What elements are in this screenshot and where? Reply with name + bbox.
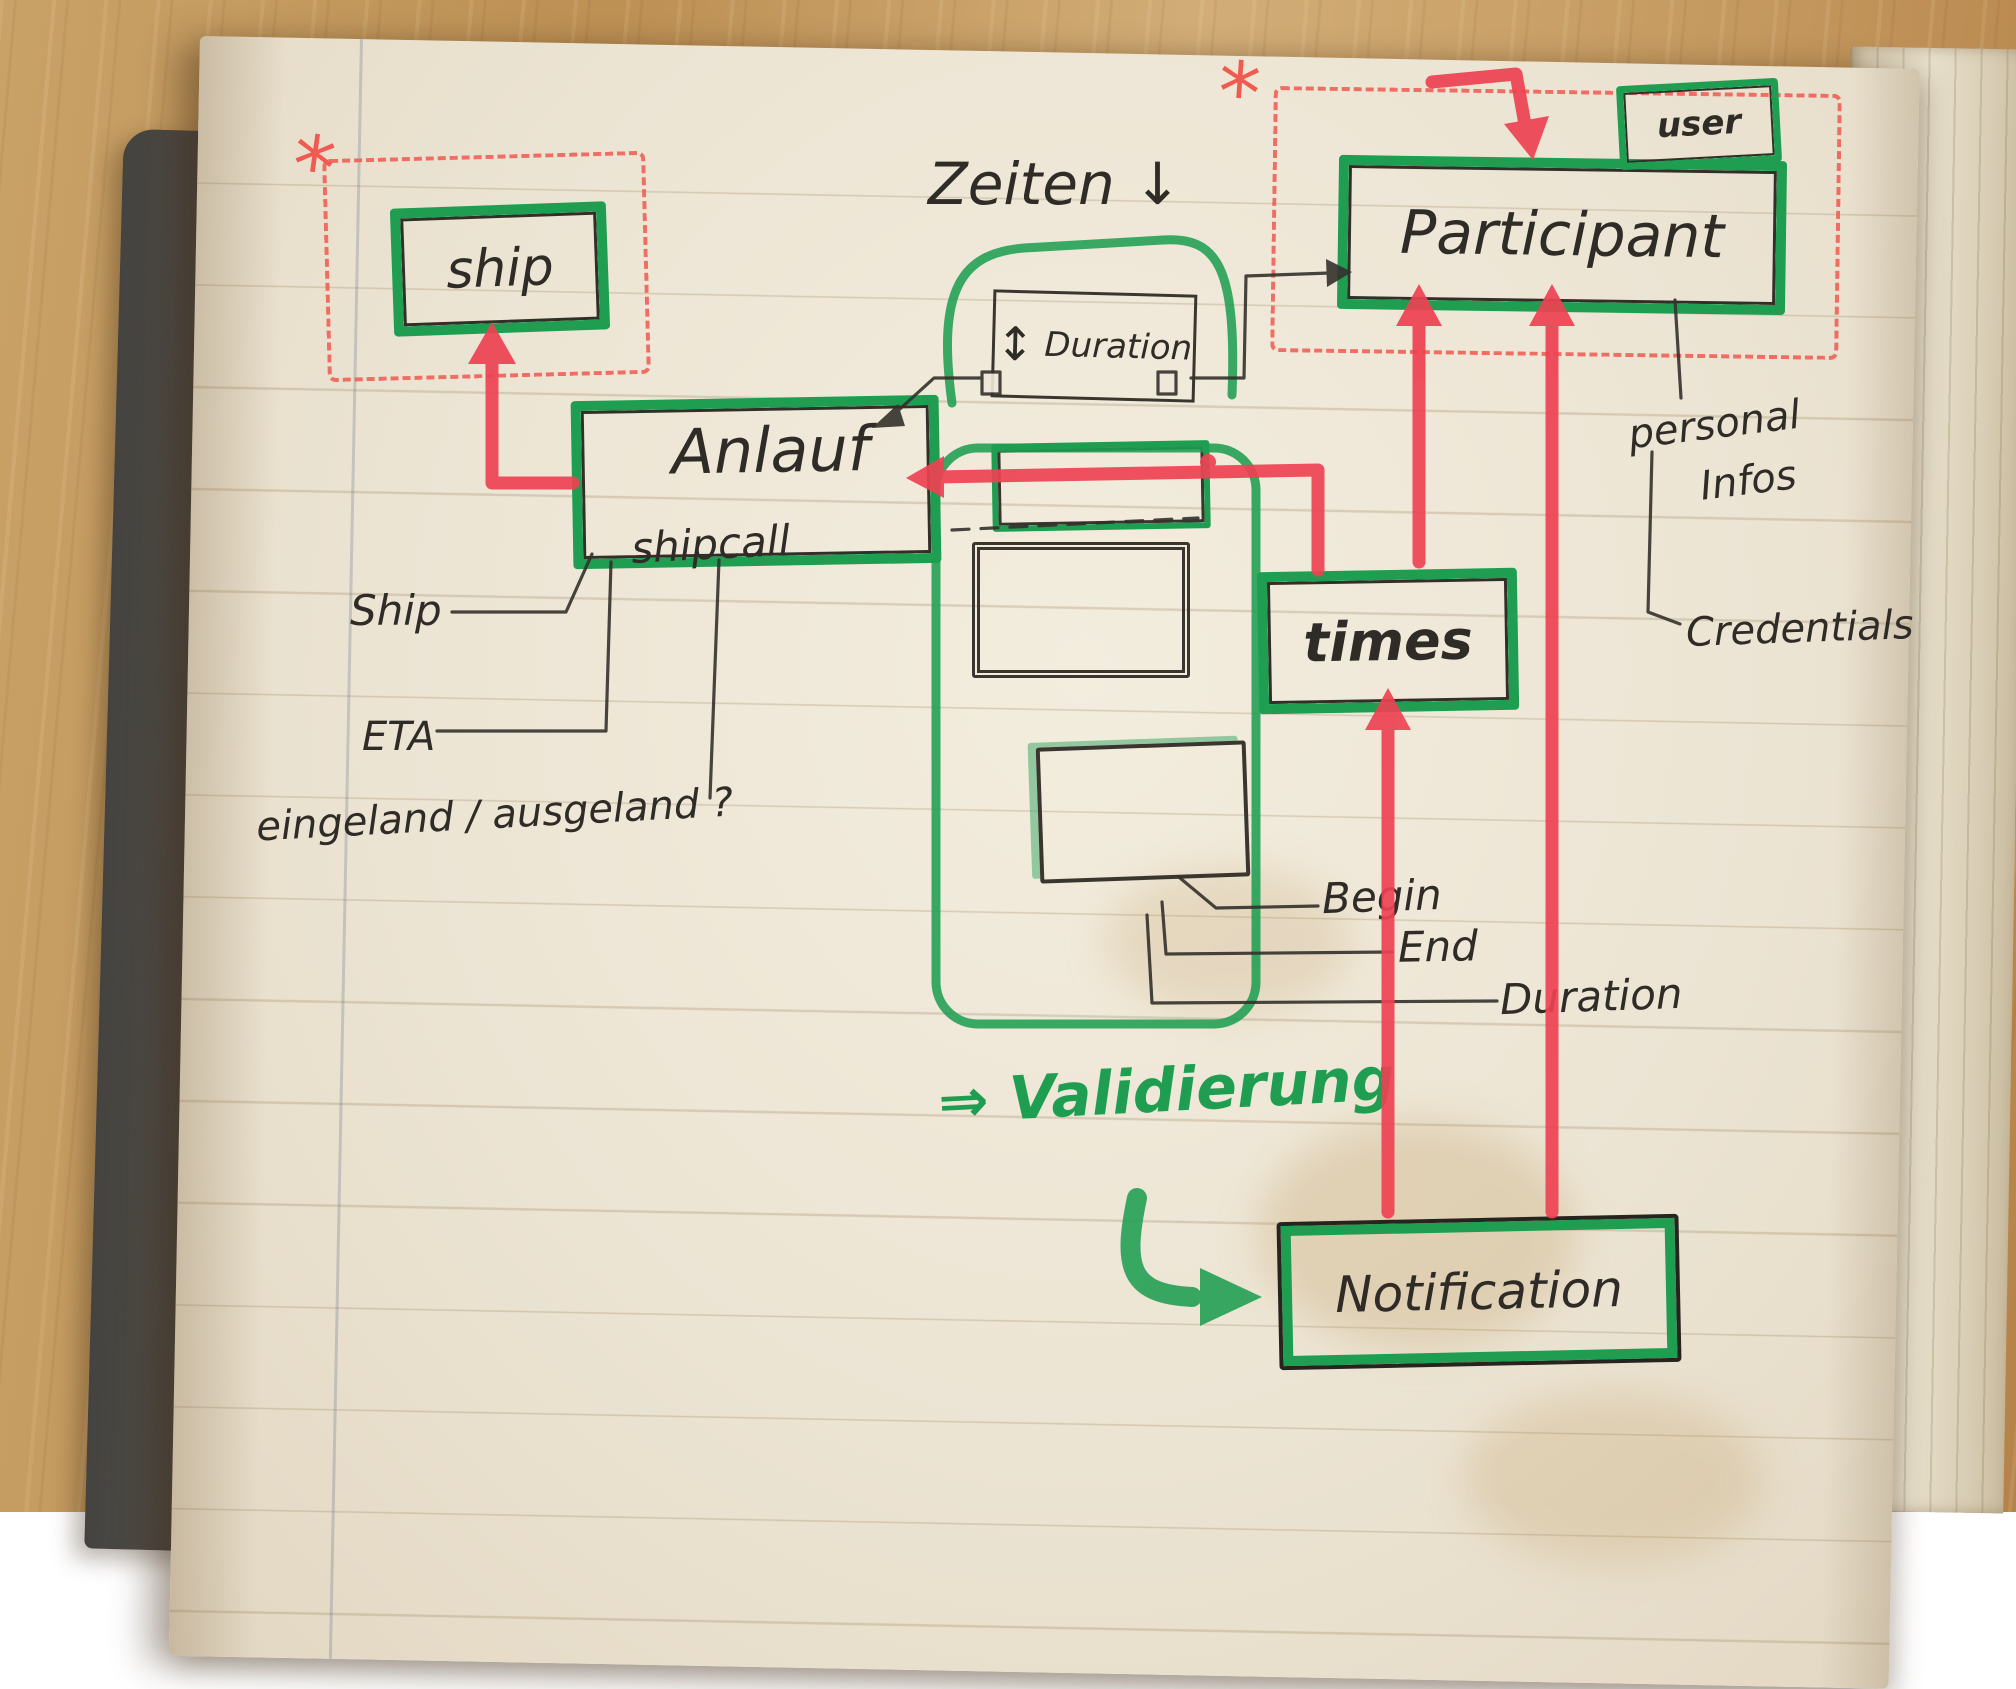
participant-node-label: Participant (1399, 197, 1725, 273)
duration-node-label: Duration (1043, 324, 1193, 369)
asterisk-ship: * (285, 115, 341, 219)
record-box-1 (991, 440, 1211, 532)
times-node: times (1256, 567, 1520, 715)
anlauf-node-label: Anlauf (670, 412, 871, 489)
field-label-ship: Ship (350, 586, 442, 635)
paper-stain (1101, 863, 1355, 1019)
heading-zeiten: Zeiten ↓ (928, 150, 1182, 218)
field-label-eta: ETA (362, 714, 436, 760)
record-box-2 (972, 542, 1190, 678)
paper-stain (1460, 1390, 1765, 1567)
field-label-end: End (1397, 921, 1479, 972)
notification-node: Notification (1276, 1213, 1682, 1371)
participant-node: Participant (1336, 154, 1788, 316)
up-down-arrow-icon: ↕ (995, 316, 1036, 372)
user-node: user (1615, 77, 1783, 171)
user-node-label: user (1655, 101, 1743, 147)
record-box-3 (1035, 740, 1251, 884)
duration-node: ↕ Duration (990, 289, 1198, 403)
notification-node-label: Notification (1334, 1259, 1624, 1325)
field-label-credentials: Credentials (1685, 602, 1915, 656)
ship-node: ship (389, 201, 611, 337)
asterisk-participant: * (1214, 42, 1264, 144)
anlauf-shipcall-node: Anlauf shipcall (570, 394, 942, 573)
ship-node-label: ship (445, 237, 555, 301)
field-label-duration: Duration (1499, 968, 1684, 1025)
field-label-begin: Begin (1321, 869, 1443, 924)
wooden-desk: * * ship Participant user Anlauf shipcal… (0, 0, 2016, 1512)
shipcall-node-label: shipcall (629, 515, 792, 573)
times-node-label: times (1302, 608, 1474, 674)
